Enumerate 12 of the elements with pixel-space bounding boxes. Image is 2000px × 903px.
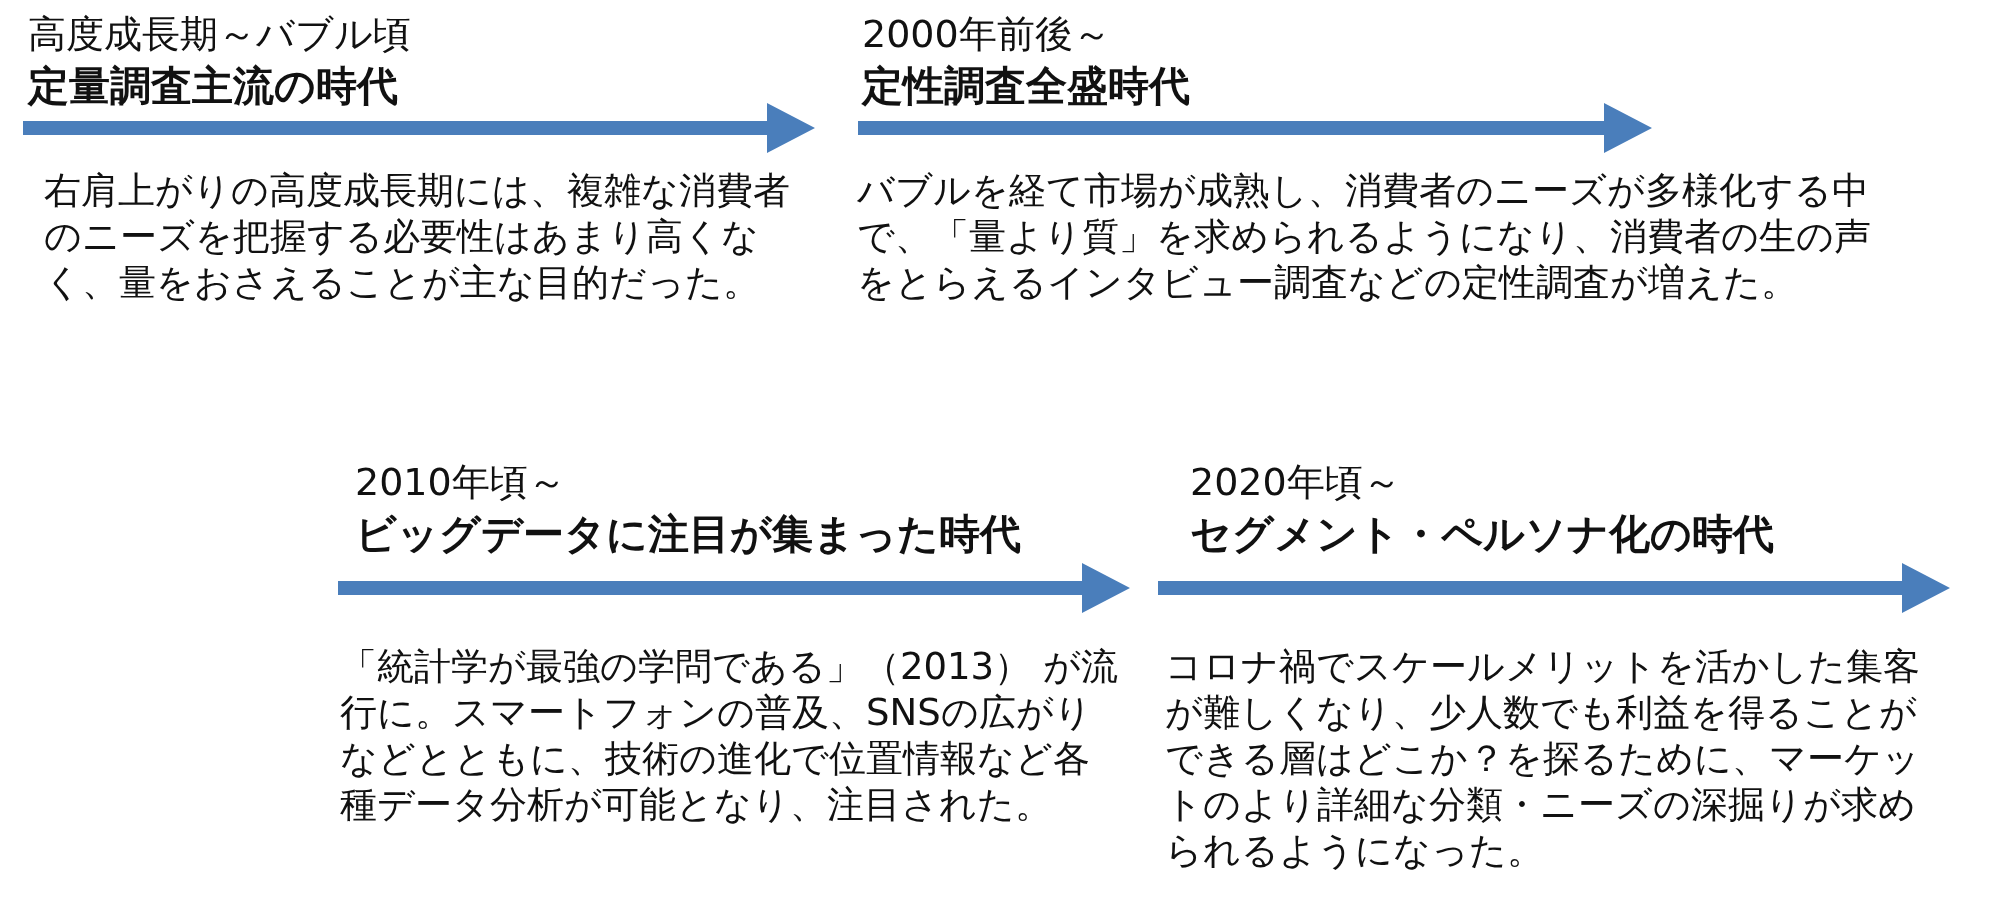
- era-title: ビッグデータに注目が集まった時代: [355, 510, 1021, 560]
- period-label: 2010年頃～: [355, 460, 566, 506]
- era-title: 定性調査全盛時代: [862, 62, 1190, 112]
- era-description: 「統計学が最強の学問である」（2013） が流行に。スマートフォンの普及、SNSの広がりなどとともに、技術の進化で位置情報など各種データ分析が可能となり、注目された。: [340, 644, 1119, 828]
- period-label: 2000年前後～: [862, 12, 1111, 58]
- era-description: コロナ禍でスケールメリットを活かした集客が難しくなり、少人数でも利益を得ることができる層はどこか？を探るために、マーケットのより詳細な分類・ニーズの深掘りが求められるようになった。: [1165, 644, 1921, 874]
- era-description: バブルを経て市場が成熟し、消費者のニーズが多様化する中で、「量より質」を求められるようになり、消費者の生の声をとらえるインタビュー調査などの定性調査が増えた。: [857, 168, 1872, 306]
- period-label: 2020年頃～: [1190, 460, 1401, 506]
- period-label: 高度成長期～バブル頃: [28, 12, 411, 58]
- era-title: セグメント・ペルソナ化の時代: [1190, 510, 1774, 560]
- era-title: 定量調査主流の時代: [28, 62, 398, 112]
- era-description: 右肩上がりの高度成長期には、複雑な消費者のニーズを把握する必要性はあまり高くなく、量をおさえることが主な目的だった。: [44, 168, 791, 306]
